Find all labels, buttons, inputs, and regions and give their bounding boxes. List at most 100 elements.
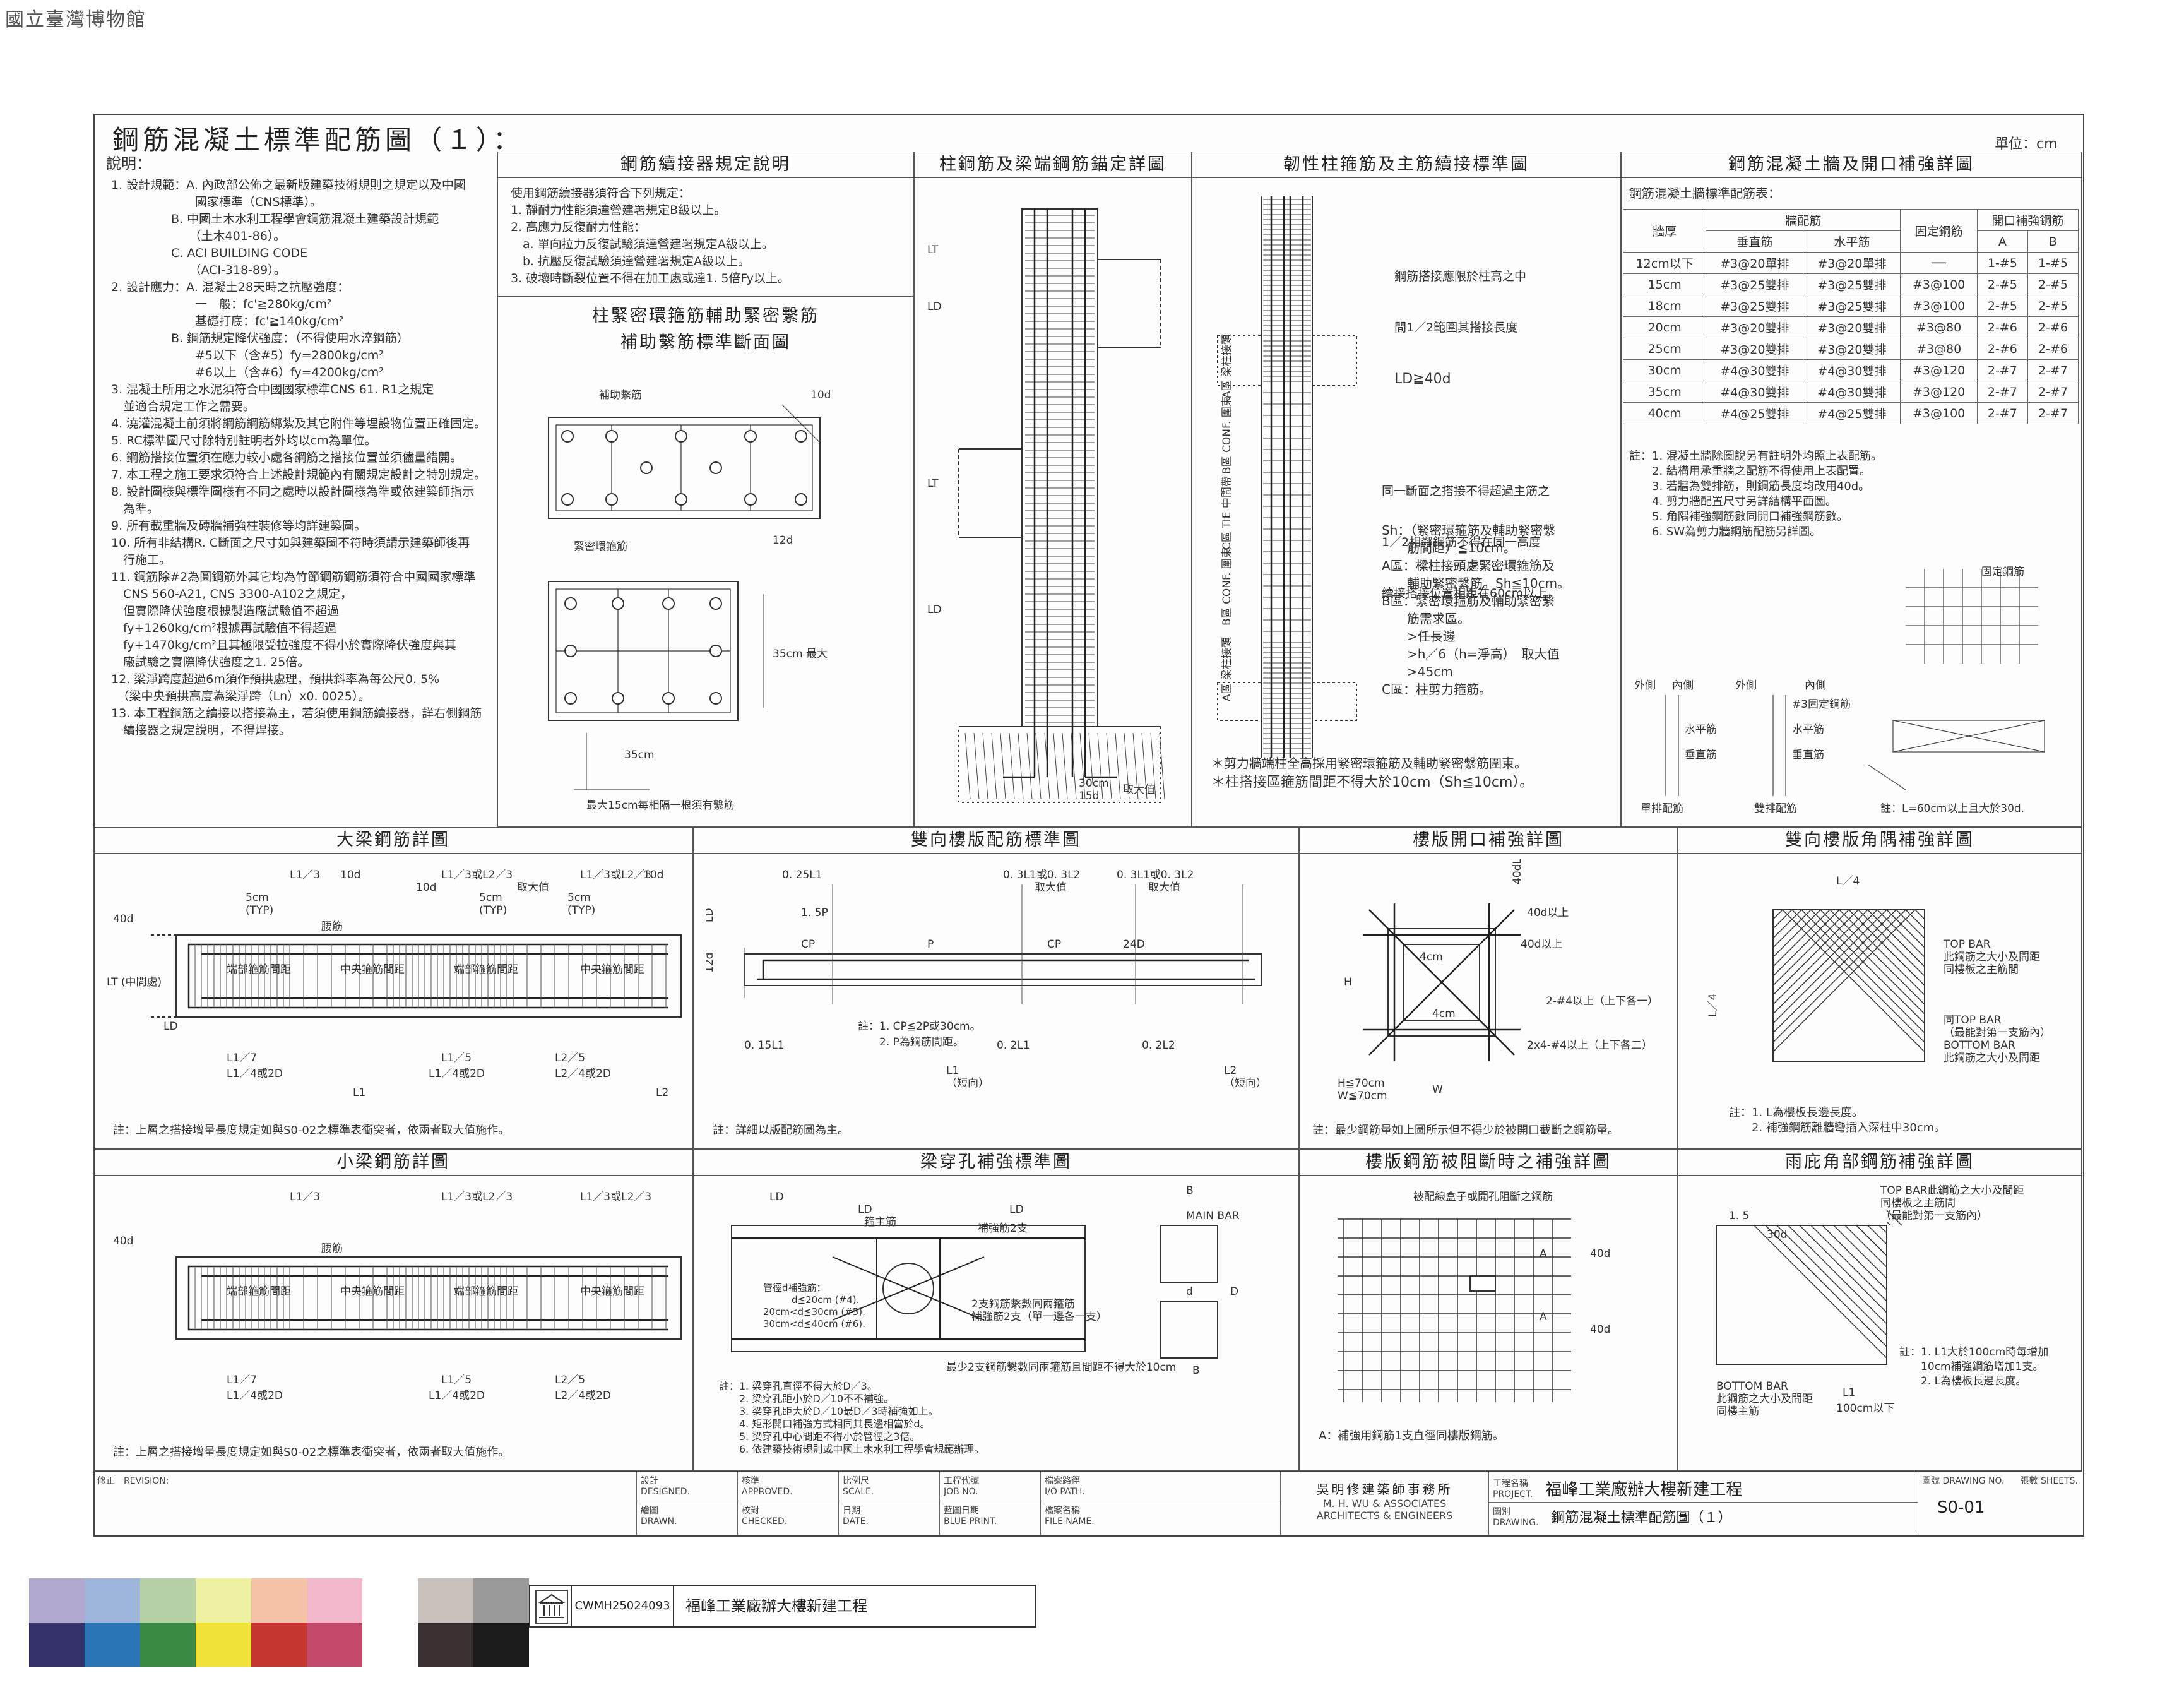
two-way-label-9: 0. 2L2 xyxy=(1142,1039,1175,1052)
canopy-note-1: 註：1. L1大於100cm時每增加 xyxy=(1899,1346,2049,1359)
wall-L-note: 註：L=60cm以上且大於30d. xyxy=(1880,802,2024,815)
note-line-19: 8. 設計圖樣與標準圖樣有不同之處時以設計圖樣為準或依建築師指示 xyxy=(111,485,475,499)
note-line-32: 13. 本工程鋼筋之續接以搭接為主，若須使用鋼筋續接器，詳右側鋼筋 xyxy=(111,706,482,720)
wall-cell: 2-#7 xyxy=(2027,402,2079,424)
label-hoop: 緊密環箍筋 xyxy=(574,540,627,553)
note-line-15: 4. 澆灌混凝土前須將鋼筋鋼筋綁紮及其它附件等埋設物位置正確固定。 xyxy=(111,417,487,431)
anchor-30cm: 30cm xyxy=(1079,777,1109,790)
corner-note-2: 2. 補強鋼筋離牆彎插入深柱中30cm。 xyxy=(1729,1121,1946,1134)
unit-label: 單位：cm xyxy=(1995,136,2058,152)
bb-dim-5: L1／3或L2／3 xyxy=(580,869,651,881)
two-way-label-5: 取大值 xyxy=(1035,881,1067,894)
pen-label-12: B xyxy=(1192,1364,1200,1377)
wall-vertical-2: 垂直筋 xyxy=(1792,749,1824,761)
wall-cell: 12cm以下 xyxy=(1622,252,1707,274)
general-notes-panel: 說明： 1. 設計規範：A. 內政部公佈之最新版建築技術規則之規定以及中國 國家… xyxy=(93,152,497,827)
bb-bot-2: L1／4或2D xyxy=(227,1068,283,1080)
sb-dim-3: L1／3或L2／3 xyxy=(441,1191,513,1203)
rebar-dot xyxy=(640,461,653,474)
slab-open-label-5: 4cm xyxy=(1432,1008,1456,1020)
rebar-dot xyxy=(744,430,757,443)
ductile-title: 韌性柱箍筋及主筋續接標準圖 xyxy=(1192,152,1620,178)
ductile-foot-1: ＊剪力牆端柱全高採用緊密環箍筋及輔助緊密繫筋圍束。 xyxy=(1211,756,1527,771)
coupler-line-4: a. 單向拉力反復試驗須達營建署規定A級以上。 xyxy=(511,237,774,251)
slab-open-label-6: 2-#4以上（上下各一） xyxy=(1546,995,1658,1008)
swatch-bottom xyxy=(307,1623,362,1667)
two-way-label-14: CP xyxy=(801,938,815,951)
tb-firm-cn: 吳明修建築師事務所 xyxy=(1316,1482,1453,1497)
bb-lt: LT (中間處) xyxy=(107,976,162,989)
rebar-dot xyxy=(675,493,687,506)
swatch-top xyxy=(473,1578,529,1623)
wall-cell: 2-#5 xyxy=(2027,295,2079,317)
bb-dim-3: L1／3或L2／3 xyxy=(441,869,513,881)
wall-cell: 40cm xyxy=(1622,402,1707,424)
wall-outer-1: 外側 xyxy=(1634,679,1656,692)
wall-outer-2: 外側 xyxy=(1735,679,1757,692)
sb-40d: 40d xyxy=(113,1235,133,1247)
rebar-dot xyxy=(744,493,757,506)
bb-ld: LD xyxy=(163,1020,178,1033)
tb-checked-cn: 校對 xyxy=(742,1506,759,1516)
rebar-dot xyxy=(662,692,675,705)
wall-cell: #3@25雙排 xyxy=(1803,273,1901,295)
pen-label-5: MAIN BAR xyxy=(1186,1210,1240,1222)
corner-label-5: 同樓板之主筋間 xyxy=(1944,963,2019,976)
slab-open-label-2: 40d以上 xyxy=(1527,907,1569,919)
two-way-label-1: 0. 25L1 xyxy=(782,869,822,881)
coupler-panel: 鋼筋續接器規定說明 使用鋼筋續接器須符合下列規定：1. 靜耐力性能須達營建署規定… xyxy=(497,152,914,827)
th-b: B xyxy=(2027,230,2079,253)
swatch-top xyxy=(307,1578,362,1623)
corner-label-6: （最能對第一支筋內） xyxy=(1944,1027,2051,1039)
coupler-line-2: 1. 靜耐力性能須達營建署規定B級以上。 xyxy=(511,203,727,217)
wall-cell: #3@25雙排 xyxy=(1706,295,1804,317)
wall-single: 單排配筋 xyxy=(1641,802,1683,815)
slab-cut-40d-2: 40d xyxy=(1590,1323,1610,1336)
canopy-label-3: （最能對第一支筋內） xyxy=(1880,1210,1988,1222)
corner-label-1: L／4 xyxy=(1836,875,1860,888)
wall-cell: 2-#6 xyxy=(2027,338,2079,360)
wall-cell: #4@30雙排 xyxy=(1706,359,1804,381)
two-way-note-3: 註：詳細以版配筋圖為主。 xyxy=(713,1124,849,1137)
sb-bot-7: L2／4或2D xyxy=(555,1390,611,1402)
note-line-25: CNS 560-A21, CNS 3300-A102之規定， xyxy=(111,587,353,601)
label-max-spacing: 最大15cm每相隔一根須有繫筋 xyxy=(586,799,735,812)
canopy-label-1: TOP BAR此鋼筋之大小及間距 xyxy=(1880,1184,2024,1197)
swatch-top xyxy=(251,1578,307,1623)
th-thickness: 牆厚 xyxy=(1622,209,1707,253)
tb-check-cn: 核準 xyxy=(742,1476,759,1486)
small-beam-panel: 小梁鋼筋詳圖 端部箍筋間距 中央箍筋間距 端部箍筋間距 中央箍筋間距 腰筋 L1… xyxy=(93,1149,693,1471)
swatch-top xyxy=(196,1578,251,1623)
pen-label-11: d xyxy=(1186,1285,1193,1298)
bb-5cm-3: 5cm xyxy=(567,891,591,904)
corner-label-8: 此鋼筋之大小及間距 xyxy=(1944,1052,2040,1064)
bb-bot-5: L1／4或2D xyxy=(429,1068,485,1080)
bb-bot-6: L2／5 xyxy=(555,1052,585,1064)
note-line-23: 行施工。 xyxy=(111,553,172,567)
slab-open-label-3: 40d以上 xyxy=(1521,938,1562,951)
sb-dim-1: L1／3 xyxy=(290,1191,320,1203)
canopy-panel: 雨庇角部鋼筋補強詳圖 TOP BAR此鋼筋之大小及間距同樓板之主筋間（最能對第一… xyxy=(1678,1149,2082,1471)
anchor-panel: 柱鋼筋及梁端鋼筋錨定詳圖 xyxy=(914,152,1192,827)
corner-label-9: 同TOP BAR xyxy=(1944,1014,2002,1027)
notes-heading: 說明： xyxy=(106,155,151,172)
note-line-8: 一 般：fc'≧280kg/cm² xyxy=(111,297,332,311)
note-line-33: 續接器之規定說明，不得焊接。 xyxy=(111,723,292,737)
note-line-27: fy+1260kg/cm²根據再試驗值不得超過 xyxy=(111,621,336,635)
tie-section-drawing: 補助繫筋 緊密環箍筋 12d 10d 35cm 最大 35cm 最大15cm每相… xyxy=(523,379,902,815)
wall-cell: #3@20雙排 xyxy=(1706,338,1804,360)
tb-scale-cn: 比例尺 xyxy=(843,1476,869,1486)
bb-bot-3: L1 xyxy=(353,1087,365,1099)
sh-line-7: >任長邊 xyxy=(1382,629,1456,644)
tb-firm-en1: M. H. WU & ASSOCIATES xyxy=(1322,1498,1447,1509)
anchor-lt-2: LT xyxy=(927,477,939,490)
ductile-foot-2: ＊柱搭接區箍筋間距不得大於10cm（Sh≦10cm）。 xyxy=(1211,775,1534,790)
tb-drawing-no-label: 圖號 DRAWING NO. xyxy=(1922,1476,2005,1486)
bb-5cm-2: 5cm xyxy=(479,891,502,904)
tb-drawing-cn: 圖別 xyxy=(1493,1507,1510,1517)
